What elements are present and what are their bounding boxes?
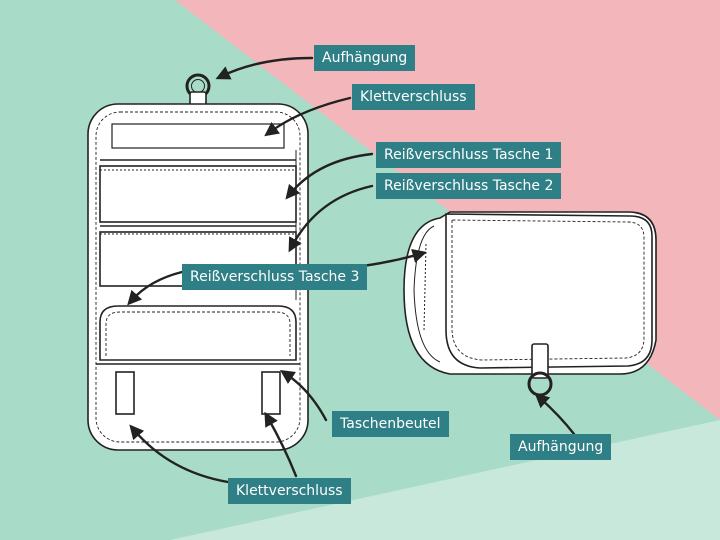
arrow-aufhaengung-top [215, 56, 314, 80]
closed-bag-flap-stitching [451, 219, 645, 361]
open-bag-illustration [87, 73, 309, 451]
pocket-3 [99, 305, 297, 361]
label-reissverschluss-2: Reißverschluss Tasche 2 [376, 173, 562, 199]
velcro-strip-top [111, 123, 285, 149]
callout-arrows [127, 56, 576, 484]
closed-bag-side [413, 225, 441, 363]
closed-bag-flap [445, 213, 653, 369]
closed-bag-tab [531, 343, 549, 379]
label-aufhaengung-right: Aufhängung [510, 434, 612, 460]
arrow-klettverschluss-bottom-left [129, 424, 230, 484]
label-taschenbeutel: Taschenbeutel [332, 411, 449, 437]
velcro-tab-left [115, 371, 135, 415]
closed-bag-illustration [403, 211, 657, 397]
label-klettverschluss-top: Klettverschluss [352, 84, 475, 110]
label-aufhaengung-top: Aufhängung [314, 45, 416, 71]
label-klettverschluss-bottom: Klettverschluss [228, 478, 351, 504]
arrow-reissverschluss-2 [288, 184, 374, 253]
arrow-reissverschluss-1 [285, 152, 374, 200]
label-reissverschluss-1: Reißverschluss Tasche 1 [376, 142, 562, 168]
arrow-reissverschluss-3-left [127, 270, 184, 306]
label-reissverschluss-3: Reißverschluss Tasche 3 [182, 264, 368, 290]
arrow-taschenbeutel [280, 370, 328, 422]
arrow-klettverschluss-top [264, 96, 352, 137]
arrow-aufhaengung-right [534, 393, 576, 436]
pocket-3-zipper [105, 311, 291, 356]
arrow-klettverschluss-bottom-right [264, 411, 298, 478]
bag-stitching [95, 111, 301, 443]
